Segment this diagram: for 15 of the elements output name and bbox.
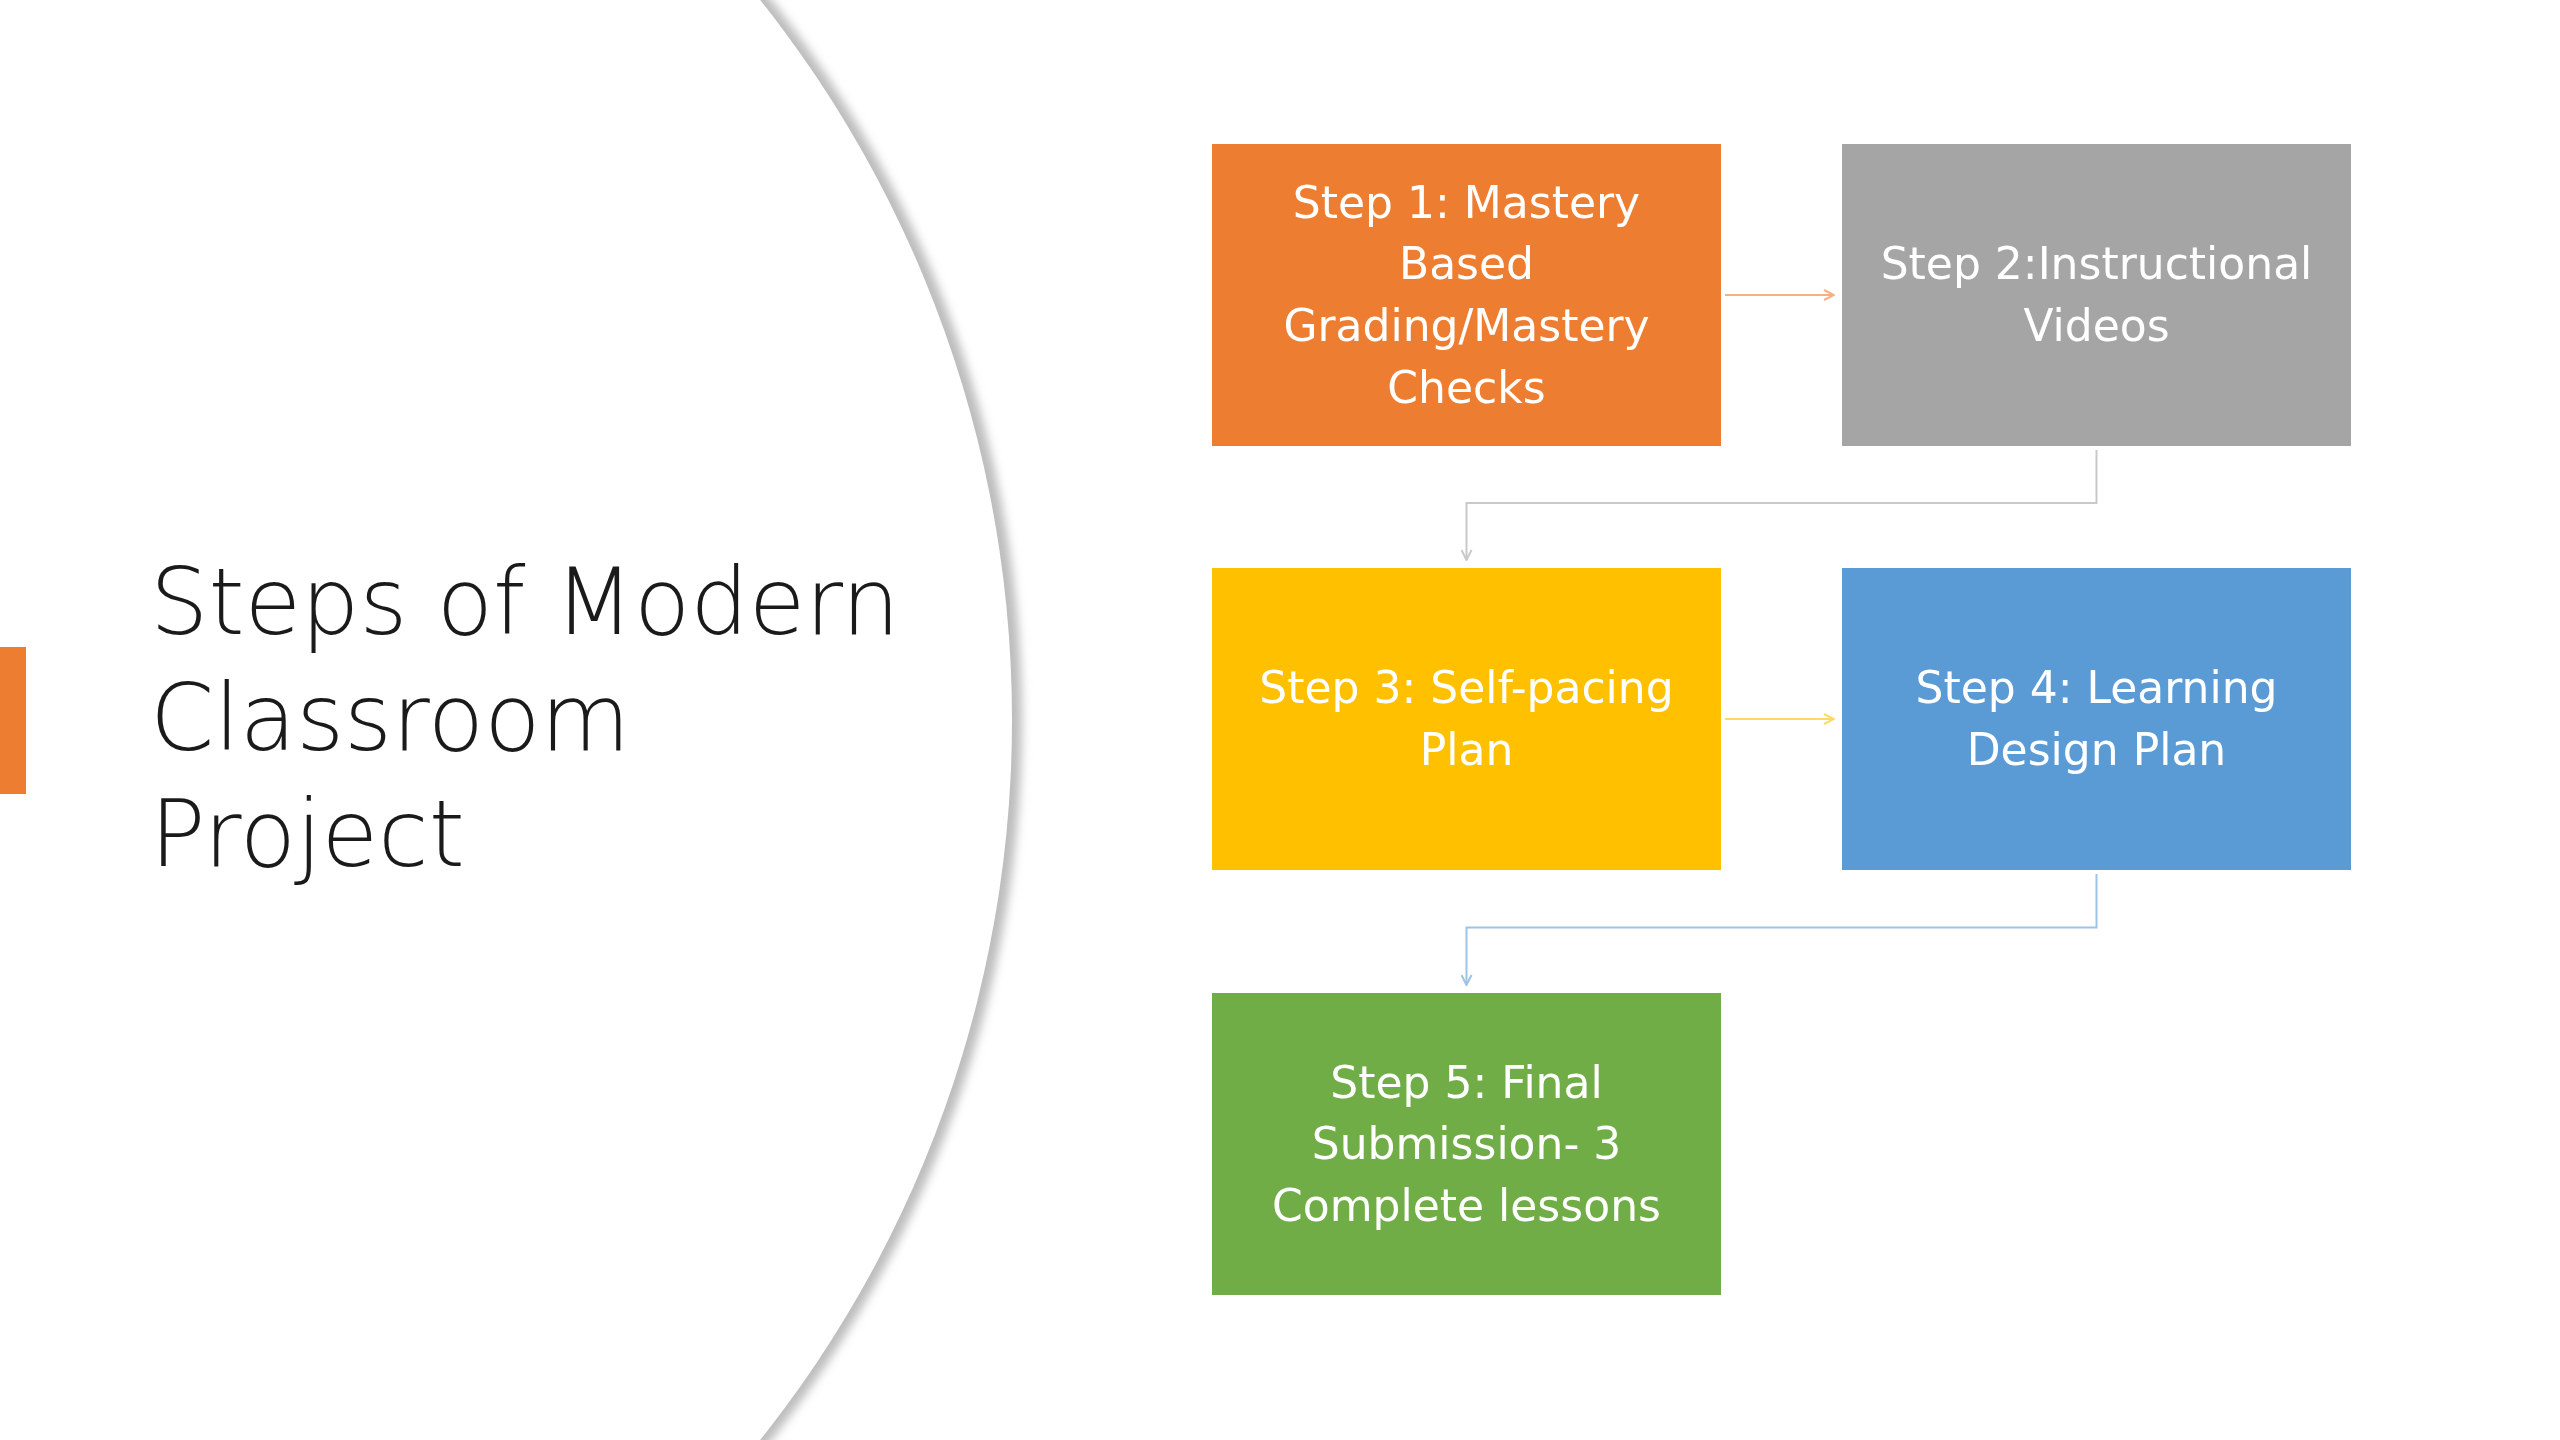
- step-box: [1212, 993, 1721, 1295]
- arrow: [1724, 289, 1835, 301]
- step-text: Step 1: Mastery Based Grading/Mastery Checks: [1282, 175, 1651, 415]
- step-text: Step 2:Instructional Videos: [1879, 237, 2314, 353]
- step-text: Step 4: Learning Design Plan: [1914, 661, 2279, 777]
- step-box: [1212, 144, 1721, 446]
- arrow: [1724, 713, 1835, 725]
- slide-title: Steps of Modern Classroom Project: [150, 548, 901, 890]
- step-box: [1842, 568, 2351, 870]
- arrow: [1460, 449, 2098, 561]
- step-text: Step 5: Final Submission- 3 Complete lessons: [1271, 1055, 1662, 1233]
- step-box: [1212, 568, 1721, 870]
- step-text: Step 3: Self-pacing Plan: [1258, 661, 1675, 777]
- step-box: [1842, 144, 2351, 446]
- arrow: [1460, 873, 2098, 986]
